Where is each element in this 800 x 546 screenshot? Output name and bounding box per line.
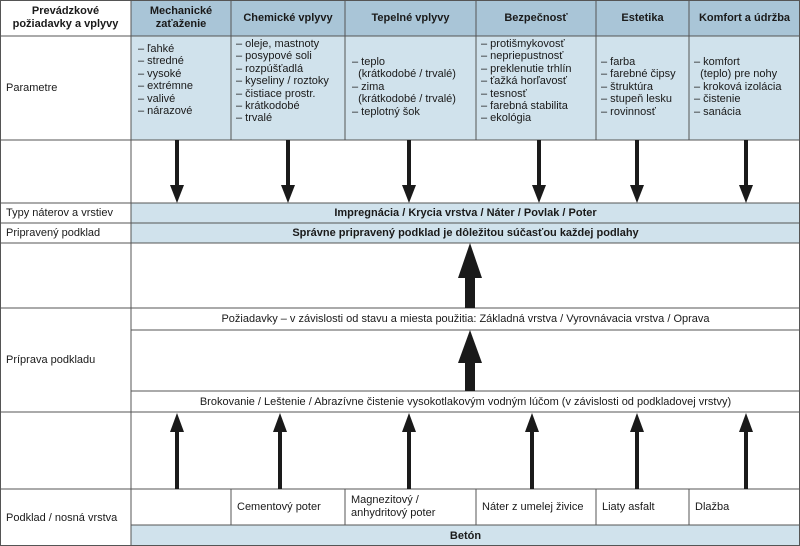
down-arrow-shaft (537, 140, 541, 187)
param-item: – farebné čipsy (601, 68, 676, 81)
param-item: – stupeň lesku (601, 93, 672, 106)
param-list-chemical: – oleje, mastnoty – posypové soli – rozp… (236, 38, 344, 125)
param-list-comfort: – komfort (teplo) pre nohy – kroková izo… (694, 56, 799, 118)
substrate-tiles: Dlažba (695, 500, 730, 513)
prepared-bar: Správne pripravený podklad je dôležitou … (292, 227, 639, 239)
down-arrow-shaft (286, 140, 290, 187)
prepared-fill (131, 223, 800, 243)
substrate-magnesite-screed: Magnezitový / anhydritový poter (351, 494, 436, 519)
param-item: – teplo (352, 56, 386, 68)
substrate-resin-coating: Náter z umelej živice (482, 500, 584, 513)
up-arrow-shaft (744, 430, 748, 489)
up-arrow-head (630, 413, 644, 432)
big-up-arrow-shaft (465, 276, 475, 308)
down-arrow-head (739, 185, 753, 203)
param-item: – rozpúšťadlá (236, 62, 304, 75)
up-arrow-head (170, 413, 184, 432)
header-comfort: Komfort a údržba (698, 11, 791, 24)
param-item: (teplo) pre nohy (694, 68, 778, 81)
param-item: – tesnosť (481, 87, 527, 100)
header-aesthetics: Estetika (621, 11, 664, 24)
param-item: – ľahké (138, 43, 175, 55)
up-arrow-shaft (635, 430, 639, 489)
param-item: – trvalé (236, 112, 273, 125)
param-item: (krátkodobé / trvalé) (352, 68, 456, 81)
down-arrow-head (402, 185, 416, 203)
header-mechanical: Mechanické zaťaženie (149, 5, 213, 30)
param-item: – rovinnosť (601, 105, 656, 118)
substrate-mastic-asphalt: Liaty asfalt (602, 500, 655, 513)
header-chemical: Chemické vplyvy (243, 11, 333, 24)
param-item: – oleje, mastnoty (236, 38, 320, 50)
big-up-arrow-shaft (465, 361, 475, 391)
param-list-aesthetics: – farba – farebné čipsy – štruktúra – st… (601, 56, 688, 118)
row-label-substrate: Podklad / nosná vrstva (6, 511, 118, 524)
param-item: – vysoké (138, 67, 182, 80)
param-item: – extrémne (138, 80, 194, 93)
param-item: – zima (352, 80, 385, 93)
row-label-preparation: Príprava podkladu (6, 354, 96, 366)
param-item: – teplotný šok (352, 105, 420, 118)
up-arrow-shaft (407, 430, 411, 489)
param-item: – protišmykovosť (481, 38, 565, 50)
down-arrow-head (281, 185, 295, 203)
up-arrow-head (525, 413, 539, 432)
base-bar: Betón (449, 529, 482, 542)
param-item: – valivé (138, 92, 176, 105)
down-arrow-shaft (744, 140, 748, 187)
base-fill (131, 525, 800, 546)
param-item: – kyseliny / roztoky (236, 75, 329, 88)
param-item: (krátkodobé / trvalé) (352, 93, 456, 106)
param-item: – čistenie (694, 93, 741, 106)
param-item: – nárazové (138, 105, 193, 118)
row-label-parameters: Parametre (6, 82, 58, 94)
down-arrow-head (630, 185, 644, 203)
param-item: – čistiace prostr. (236, 87, 316, 100)
param-item: – komfort (694, 56, 740, 68)
param-item: – sanácia (694, 105, 742, 118)
header-thermal: Tepelné vplyvy (371, 11, 450, 24)
up-arrow-head (402, 413, 416, 432)
row-label-types: Typy náterov a vrstiev (6, 207, 113, 219)
types-bar: Impregnácia / Krycia vrstva / Náter / Po… (334, 207, 597, 219)
header-safety: Bezpečnosť (504, 11, 568, 24)
header-requirements: Prevádzkové požiadavky a vplyvy (12, 5, 119, 30)
big-up-arrow-head (458, 330, 482, 363)
param-item: – stredné (138, 55, 184, 68)
big-up-arrow-head (458, 243, 482, 278)
param-list-thermal: – teplo (krátkodobé / trvalé) – zima (kr… (352, 56, 474, 118)
param-item: – štruktúra (601, 80, 653, 93)
param-item: – ekológia (481, 112, 532, 125)
requirements-bar: Požiadavky – v závislosti od stavu a mie… (221, 313, 710, 325)
param-item: – farebná stabilita (481, 100, 568, 113)
down-arrow-shaft (175, 140, 179, 187)
up-arrow-shaft (278, 430, 282, 489)
up-arrow-head (273, 413, 287, 432)
substrate-cement-screed: Cementový poter (237, 500, 321, 513)
substrate-cell-empty (131, 489, 231, 525)
param-item: – ťažká horľavosť (481, 75, 568, 88)
row-label-prepared: Pripravený podklad (6, 227, 101, 239)
up-arrow-head (739, 413, 753, 432)
param-item: – kroková izolácia (694, 80, 782, 93)
methods-bar: Brokovanie / Leštenie / Abrazívne čisten… (199, 395, 732, 408)
down-arrow-head (532, 185, 546, 203)
param-list-safety: – protišmykovosť – nepriepustnosť – prek… (481, 38, 595, 125)
up-arrow-shaft (530, 430, 534, 489)
types-fill (131, 203, 800, 223)
param-item: – nepriepustnosť (481, 50, 564, 63)
down-arrow-shaft (407, 140, 411, 187)
param-item: – krátkodobé (236, 100, 300, 113)
down-arrow-shaft (635, 140, 639, 187)
param-item: – farba (601, 56, 636, 68)
down-arrow-head (170, 185, 184, 203)
up-arrow-shaft (175, 430, 179, 489)
param-item: – preklenutie trhlín (481, 62, 572, 75)
param-list-mechanical: – ľahké – stredné – vysoké – extrémne – … (138, 43, 230, 117)
param-item: – posypové soli (236, 50, 312, 63)
